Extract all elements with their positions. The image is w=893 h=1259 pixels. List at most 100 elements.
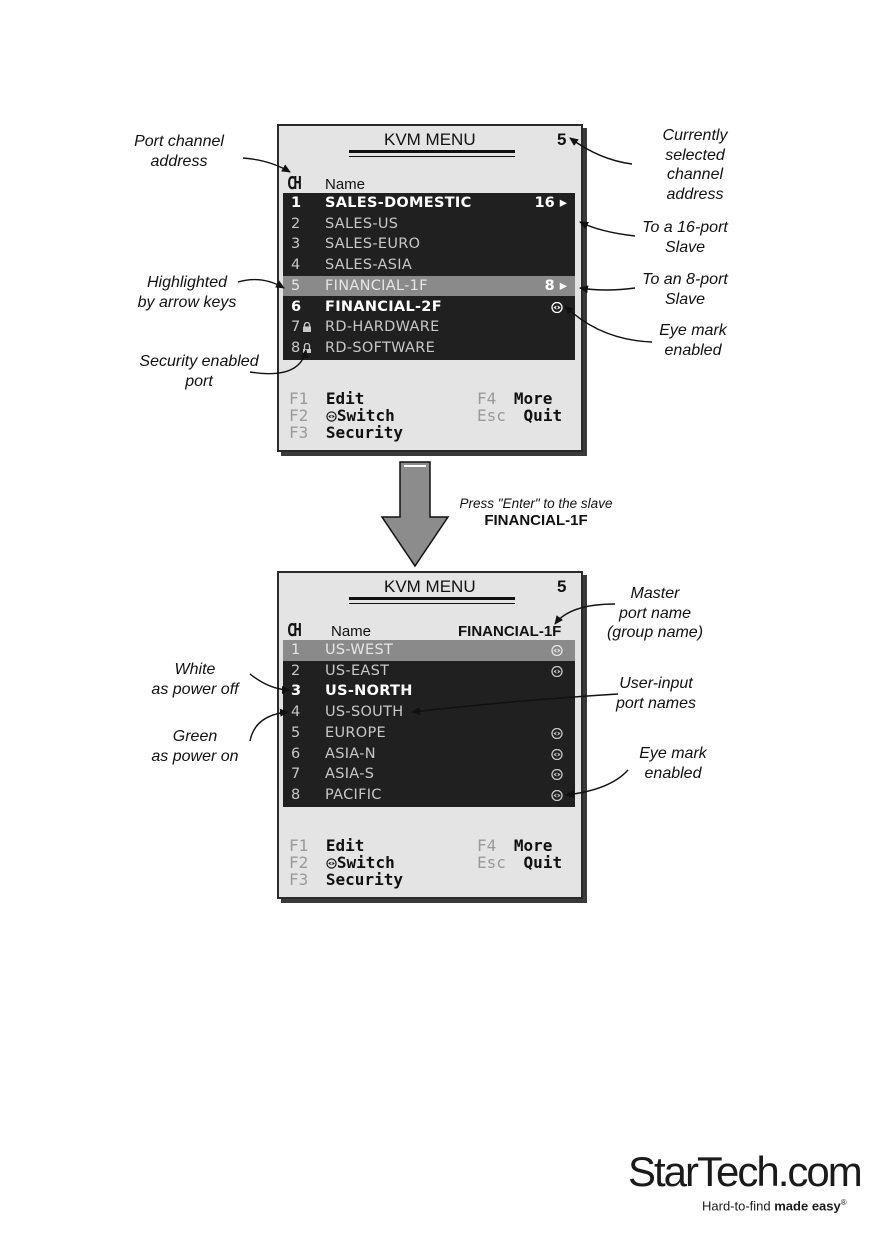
port-name: RD-SOFTWARE [325, 339, 436, 356]
arrow-currently-selected [569, 137, 633, 165]
port-row-3[interactable]: 3 SALES-EURO [283, 234, 575, 255]
menu-title: KVM MENU [384, 130, 476, 149]
port-name: US-EAST [325, 662, 390, 679]
port-name: FINANCIAL-1F [325, 277, 428, 294]
ch-column-header: CH [287, 174, 302, 194]
eye-icon [551, 789, 563, 801]
port-name: ASIA-S [325, 766, 375, 783]
f4-more[interactable]: F4 More [477, 836, 553, 855]
f3-security[interactable]: F3 Security [289, 423, 403, 442]
port-name: SALES-EURO [325, 236, 421, 253]
esc-quit[interactable]: Esc Quit [477, 406, 563, 425]
port-row-6[interactable]: 6 FINANCIAL-2F [283, 297, 575, 318]
port-row-2[interactable]: 2 SALES-US [283, 214, 575, 235]
port-list: 1 SALES-DOMESTIC 16 ▸ 2 SALES-US 3 SALES… [283, 193, 575, 360]
arrow-eye-mark-top [564, 305, 653, 343]
port-number: 8 [291, 339, 301, 356]
function-keys: F1 Edit F2 Switch F3 Security F4 More Es… [289, 837, 579, 893]
arrow-eye-mark-bottom [565, 769, 629, 799]
arrow-to-8-port [579, 285, 636, 294]
port-number: 8 [291, 786, 301, 803]
eye-icon [326, 411, 337, 422]
logo-tagline: Hard-to-find made easy® [702, 1198, 847, 1214]
eye-icon [551, 301, 563, 313]
port-number: 7 [291, 319, 301, 336]
eye-icon [551, 727, 563, 739]
arrow-security [249, 349, 309, 375]
port-row-1[interactable]: 1 SALES-DOMESTIC 16 ▸ [283, 193, 575, 214]
f3-security[interactable]: F3 Security [289, 870, 403, 889]
f2-switch[interactable]: F2 Switch [289, 853, 395, 872]
port-row-7[interactable]: 7 RD-HARDWARE [283, 317, 575, 338]
port-number: 5 [291, 277, 301, 294]
port-number: 6 [291, 298, 302, 315]
port-number: 3 [291, 236, 301, 253]
port-name: US-WEST [325, 642, 394, 658]
port-number: 2 [291, 662, 301, 679]
f1-edit[interactable]: F1 Edit [289, 389, 365, 408]
slave-8-flag: 8 ▸ [544, 277, 567, 294]
menu-title: KVM MENU [384, 577, 476, 596]
port-row-2[interactable]: 2 US-EAST [283, 661, 575, 682]
arrow-to-16-port [579, 221, 636, 237]
port-number: 7 [291, 766, 301, 783]
port-number: 5 [291, 724, 301, 741]
port-number: 3 [291, 683, 302, 700]
ch-column-header: CH [287, 621, 302, 641]
startech-logo: StarTech.com Hard-to-find made easy® [628, 1148, 863, 1228]
selected-channel: 5 [557, 577, 567, 596]
arrow-master-port [554, 603, 616, 625]
f1-edit[interactable]: F1 Edit [289, 836, 365, 855]
port-name: SALES-DOMESTIC [325, 195, 472, 211]
port-row-6[interactable]: 6 ASIA-N [283, 744, 575, 765]
arrow-green-power-on [249, 708, 289, 742]
port-row-4[interactable]: 4 US-SOUTH [283, 702, 575, 723]
port-row-3[interactable]: 3 US-NORTH [283, 681, 575, 702]
port-name: RD-HARDWARE [325, 319, 440, 336]
f2-switch[interactable]: F2 Switch [289, 406, 395, 425]
annotation-press-enter: Press "Enter" to the slave [459, 496, 613, 511]
arrow-highlighted [237, 278, 285, 289]
port-name: EUROPE [325, 724, 386, 741]
port-list: 1 US-WEST 2 US-EAST 3 US-NORTH 4 US-SOUT… [283, 640, 575, 807]
esc-quit[interactable]: Esc Quit [477, 853, 563, 872]
port-name: US-NORTH [325, 683, 413, 700]
eye-icon [551, 769, 563, 781]
function-keys: F1 Edit F2 Switch F3 Security F4 More Es… [289, 390, 579, 446]
port-number: 4 [291, 704, 301, 721]
annotation-press-target: FINANCIAL-1F [484, 512, 588, 529]
selected-channel: 5 [557, 130, 567, 149]
port-row-4[interactable]: 4 SALES-ASIA [283, 255, 575, 276]
port-number: 2 [291, 215, 301, 232]
title-underline-thin [349, 156, 515, 157]
down-arrow-icon [380, 461, 450, 568]
lock-icon [303, 322, 311, 333]
port-row-1-highlighted[interactable]: 1 US-WEST [283, 640, 575, 661]
port-row-7[interactable]: 7 ASIA-S [283, 764, 575, 785]
eye-icon [551, 665, 563, 677]
port-row-5-highlighted[interactable]: 5 FINANCIAL-1F 8 ▸ [283, 275, 575, 297]
arrow-white-power-off [249, 673, 291, 694]
port-row-5[interactable]: 5 EUROPE [283, 723, 575, 744]
name-column-header: Name [325, 176, 366, 193]
eye-icon [551, 748, 563, 760]
kvm-menu-bottom: KVM MENU 5 CH Name FINANCIAL-1F 1 US-WES… [277, 571, 583, 899]
arrow-port-channel [242, 157, 291, 173]
title-underline [349, 150, 515, 153]
port-row-8[interactable]: 8 PACIFIC [283, 785, 575, 806]
title-underline-thin [349, 603, 515, 604]
port-name: SALES-ASIA [325, 257, 413, 274]
eye-icon [551, 645, 563, 656]
f4-more[interactable]: F4 More [477, 389, 553, 408]
